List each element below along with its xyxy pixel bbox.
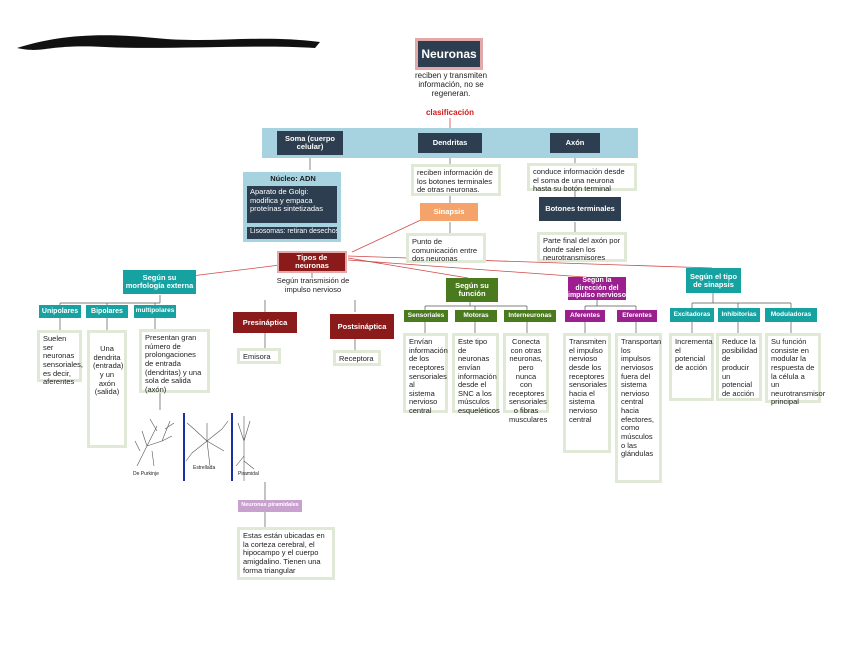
inhibitorias-description: Reduce la posibilidad de producir un pot… — [716, 333, 762, 401]
direccion-node[interactable]: Según la dirección del impulso nervioso — [568, 277, 626, 300]
sinapsis-tipo-node[interactable]: Según el tipo de sinapsis — [686, 268, 741, 293]
motoras-node[interactable]: Motoras — [455, 310, 497, 322]
neuron-images-panel — [132, 411, 264, 483]
lisosomas-box: Lisosomas: retiran desechos — [247, 227, 337, 239]
root-neuronas[interactable]: Neuronas — [415, 38, 483, 70]
soma-node[interactable]: Soma (cuerpo celular) — [277, 131, 343, 155]
label-estrellada: Estrellada — [193, 465, 216, 471]
dendritas-node[interactable]: Dendritas — [418, 133, 482, 153]
dendritas-description: reciben información de los botones termi… — [411, 164, 501, 196]
tipos-node[interactable]: Tipos de neuronas — [277, 251, 347, 273]
bipolares-description: Una dendrita (entrada) y un axón (salida… — [87, 330, 127, 448]
piramidales-node[interactable]: Neuronas piramidales — [238, 500, 302, 512]
presinaptica-description: Emisora — [237, 348, 281, 364]
tipos-subtitle: Según transmisión de impulso nervioso — [276, 276, 350, 294]
moduladoras-description: Su función consiste en modular la respue… — [765, 333, 825, 406]
funcion-node[interactable]: Según su función — [446, 278, 498, 302]
botones-node[interactable]: Botones terminales — [539, 197, 621, 221]
interneuronas-description: Conecta con otras neuronas, pero nunca c… — [503, 333, 549, 423]
excitadoras-node[interactable]: Excitadoras — [670, 308, 714, 322]
inhibitorias-node[interactable]: Inhibitorias — [718, 308, 760, 322]
sinapsis-description: Punto de comunicación entre dos neuronas — [406, 233, 486, 263]
label-purkinje: De Purkinje — [133, 471, 159, 477]
aferentes-node[interactable]: Aferentes — [565, 310, 605, 322]
sensoriales-node[interactable]: Sensoriales — [404, 310, 448, 322]
piramidales-description: Estas están ubicadas en la corteza cereb… — [237, 527, 335, 580]
unipolares-description: Suelen ser neuronas sensoriales, es deci… — [37, 330, 83, 386]
sensoriales-description: Envían información de los receptores sen… — [403, 333, 448, 415]
neuron-drawings — [134, 413, 255, 481]
sinapsis-node[interactable]: Sinapsis — [420, 203, 478, 221]
multipolares-node[interactable]: multipolares — [134, 305, 176, 318]
eferentes-node[interactable]: Eferentes — [617, 310, 657, 322]
link-clasificacion: clasificación — [425, 108, 475, 117]
axon-description: conduce información desde el soma de una… — [527, 163, 637, 193]
golgi-box: Aparato de Golgi: modifica y empaca prot… — [247, 186, 337, 223]
multipolares-description: Presentan gran número de prolongaciones … — [139, 329, 210, 394]
presinaptica-node[interactable]: Presináptica — [233, 312, 297, 333]
aferentes-description: Transmiten el impulso nervioso desde los… — [563, 333, 611, 453]
root-description: reciben y transmiten información, no se … — [414, 71, 488, 99]
label-piramidal: Piramidal — [238, 471, 259, 477]
interneuronas-node[interactable]: Interneuronas — [504, 310, 556, 322]
botones-description: Parte final del axón por donde salen los… — [537, 232, 627, 262]
scribble-marker — [17, 35, 320, 50]
unipolares-node[interactable]: Unipolares — [39, 305, 81, 318]
motoras-description: Este tipo de neuronas envían información… — [452, 333, 500, 415]
axon-node[interactable]: Axón — [550, 133, 600, 153]
nucleo-text: Núcleo: ADN — [270, 174, 316, 183]
eferentes-description: Transportan los impulsos nerviosos fuera… — [615, 333, 662, 483]
morfologia-node[interactable]: Según su morfología externa — [123, 270, 196, 294]
postsinaptica-description: Receptora — [333, 350, 381, 366]
moduladoras-node[interactable]: Moduladoras — [765, 308, 817, 322]
postsinaptica-node[interactable]: Postsináptica — [330, 314, 394, 339]
bipolares-node[interactable]: Bipolares — [86, 305, 128, 318]
excitadoras-description: Incrementa el potencial de acción — [669, 333, 714, 401]
